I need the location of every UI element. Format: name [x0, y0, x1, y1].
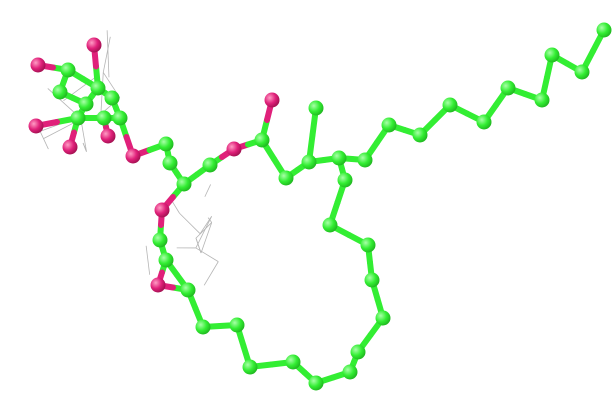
bond-sticks: [33, 27, 607, 386]
mesh-line: [171, 201, 180, 214]
carbon-atom: [90, 80, 106, 96]
oxygen-atom: [154, 202, 170, 218]
carbon-atom: [412, 127, 428, 143]
carbon-atom: [360, 237, 376, 253]
carbon-atom: [254, 132, 270, 148]
carbon-atom: [500, 80, 516, 96]
carbon-atom: [322, 217, 338, 233]
carbon-atom: [78, 96, 94, 112]
mesh-line: [203, 261, 219, 286]
mesh-line: [106, 30, 110, 78]
carbon-atom: [364, 272, 380, 288]
carbon-atom: [52, 84, 68, 100]
carbon-atom: [104, 90, 120, 106]
carbon-atom: [301, 154, 317, 170]
carbon-atom: [202, 157, 218, 173]
carbon-atom: [476, 114, 492, 130]
mesh-line: [195, 216, 212, 249]
carbon-atom: [229, 317, 245, 333]
carbon-atom: [278, 170, 294, 186]
carbon-atom: [375, 310, 391, 326]
mesh-line: [199, 216, 212, 234]
mesh-line: [200, 222, 213, 254]
oxygen-atom: [30, 57, 46, 73]
mesh-line: [179, 212, 201, 235]
mesh-line: [145, 245, 151, 275]
carbon-atom: [162, 155, 178, 171]
carbon-atom: [176, 176, 192, 192]
carbon-atom: [442, 97, 458, 113]
carbon-atom: [342, 364, 358, 380]
oxygen-atom: [125, 148, 141, 164]
oxygen-atom: [62, 139, 78, 155]
mesh-line: [195, 247, 219, 262]
carbon-atom: [195, 319, 211, 335]
oxygen-atom: [150, 277, 166, 293]
mesh-line: [195, 238, 202, 254]
carbon-atom: [596, 22, 612, 38]
carbon-atom: [308, 375, 324, 391]
mesh-line: [195, 222, 213, 239]
oxygen-atom: [264, 92, 280, 108]
mesh-line: [204, 184, 211, 197]
carbon-atom: [180, 282, 196, 298]
oxygen-atom: [86, 37, 102, 53]
carbon-atom: [574, 64, 590, 80]
carbon-atom: [96, 110, 112, 126]
carbon-atom: [331, 150, 347, 166]
carbon-atom: [544, 47, 560, 63]
carbon-atom: [381, 117, 397, 133]
carbon-atom: [534, 92, 550, 108]
carbon-atom: [308, 100, 324, 116]
atom-balls: [28, 22, 612, 391]
carbon-atom: [158, 136, 174, 152]
carbon-atom: [350, 344, 366, 360]
carbon-atom: [158, 252, 174, 268]
carbon-atom: [152, 232, 168, 248]
oxygen-atom: [100, 128, 116, 144]
oxygen-atom: [28, 118, 44, 134]
oxygen-atom: [226, 141, 242, 157]
mesh-line: [102, 36, 111, 73]
carbon-atom: [357, 152, 373, 168]
carbon-atom: [242, 359, 258, 375]
mesh-line: [39, 131, 49, 150]
carbon-atom: [60, 62, 76, 78]
mesh-line: [82, 142, 87, 152]
carbon-atom: [70, 110, 86, 126]
carbon-atom: [285, 354, 301, 370]
carbon-atom: [112, 110, 128, 126]
carbon-atom: [337, 172, 353, 188]
